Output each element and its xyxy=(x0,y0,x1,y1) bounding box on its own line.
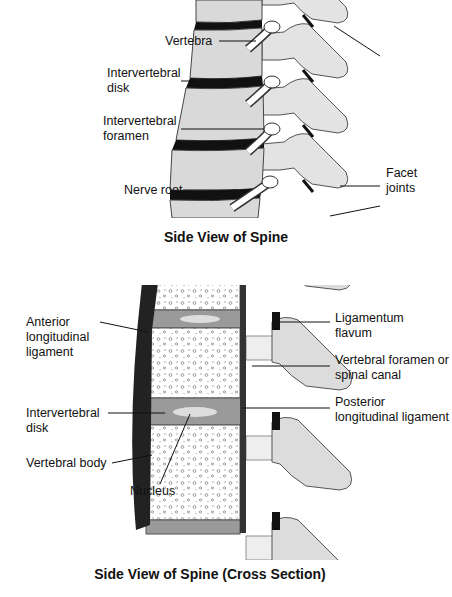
leader-line xyxy=(340,186,380,187)
part-label: Vertebral body xyxy=(26,456,116,471)
leader-line xyxy=(181,129,264,130)
part-label: Nerve root xyxy=(124,183,194,198)
part-label: Ligamentum flavum xyxy=(335,311,417,341)
vertebral-body xyxy=(176,86,264,141)
part-label: Intervertebral disk xyxy=(107,66,189,96)
nucleus xyxy=(173,407,217,417)
posterior-element xyxy=(262,134,348,192)
nucleus xyxy=(180,315,220,323)
nerve-root xyxy=(264,21,280,33)
leader-line xyxy=(219,41,256,42)
nerve-root xyxy=(262,176,278,188)
part-label: Intervertebral foramen xyxy=(103,114,185,144)
leader-line xyxy=(252,366,330,367)
vertebral-body xyxy=(170,148,264,191)
disk xyxy=(150,310,245,328)
leader-line xyxy=(280,322,330,323)
posterior-element xyxy=(246,517,352,560)
leader-line xyxy=(330,206,380,216)
leader-line xyxy=(100,322,148,332)
nerve-root xyxy=(264,76,280,88)
vertebral-body xyxy=(196,0,262,23)
part-label: Intervertebral disk xyxy=(26,406,108,436)
leader-line xyxy=(243,408,330,409)
panel-title: Side View of Spine xyxy=(0,229,452,246)
part-label: Nucleus xyxy=(130,484,190,499)
leader-line xyxy=(108,413,165,414)
leader-line xyxy=(160,414,190,484)
part-label: Facet joints xyxy=(386,166,446,196)
part-label: Posterior longitudinal ligament xyxy=(335,395,450,425)
nerve-root xyxy=(264,123,280,135)
leader-line xyxy=(183,190,238,191)
disk xyxy=(148,398,245,425)
ligamentum-flavum xyxy=(272,512,280,530)
ligamentum-flavum xyxy=(272,312,280,330)
posterior-element xyxy=(246,285,352,290)
leader-line xyxy=(181,81,255,82)
vertebral-body xyxy=(152,285,240,310)
ligamentum-flavum xyxy=(272,412,280,430)
posterior-element xyxy=(246,417,352,490)
disk xyxy=(146,520,240,534)
panel-title: Side View of Spine (Cross Section) xyxy=(0,566,420,583)
part-label: Vertebra xyxy=(165,34,235,49)
vertebral-body xyxy=(146,425,240,520)
part-label: Vertebral foramen or spinal canal xyxy=(335,353,449,383)
part-label: Anterior longitudinal ligament xyxy=(26,315,106,360)
vertebral-body xyxy=(150,328,240,398)
leader-line xyxy=(334,26,380,56)
leader-line xyxy=(112,455,152,463)
posterior-ligament xyxy=(240,285,246,533)
